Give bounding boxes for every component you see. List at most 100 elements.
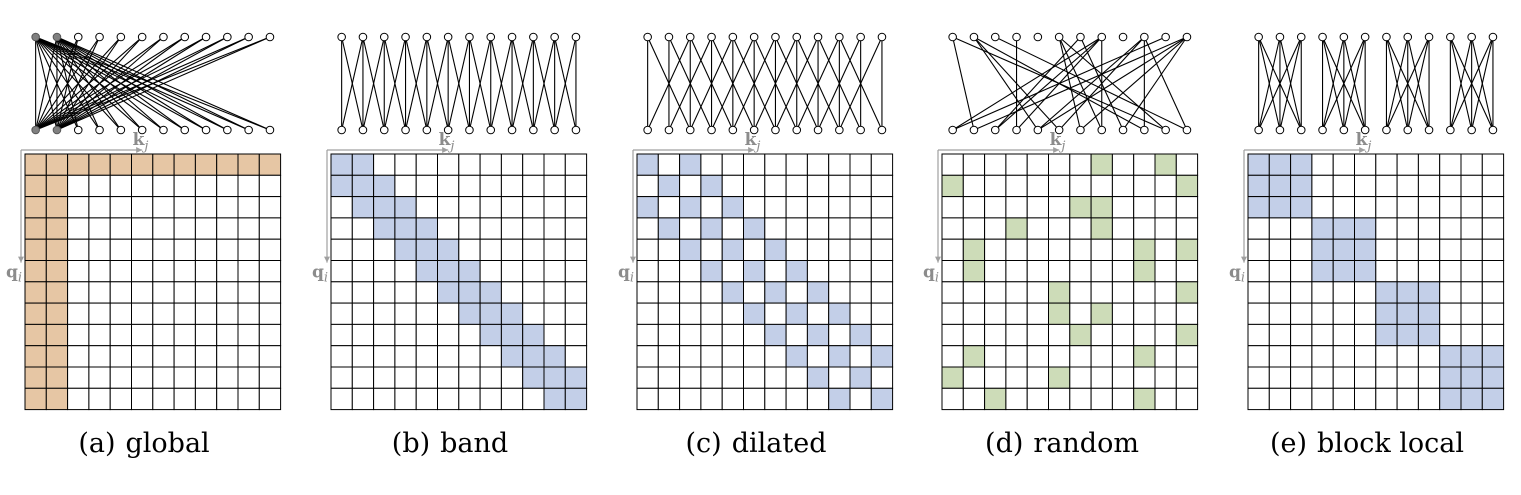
key-node	[1254, 32, 1263, 42]
key-node	[379, 32, 389, 42]
empty-cell	[1005, 366, 1028, 389]
empty-cell	[1247, 366, 1270, 389]
empty-cell	[131, 217, 154, 240]
empty-cell	[849, 217, 872, 240]
key-node	[422, 32, 432, 42]
key-node	[1140, 32, 1149, 42]
empty-cell	[1268, 238, 1292, 261]
empty-cell	[522, 387, 545, 411]
query-axis-label: qi	[312, 263, 328, 286]
attended-cell	[330, 174, 353, 198]
empty-cell	[721, 153, 745, 176]
empty-cell	[458, 174, 481, 198]
empty-cell	[1311, 281, 1334, 304]
empty-cell	[479, 260, 502, 283]
connection-graph	[1254, 32, 1498, 135]
connection-edge	[426, 36, 449, 131]
empty-cell	[415, 345, 439, 368]
empty-cell	[785, 174, 808, 198]
empty-cell	[828, 260, 851, 283]
empty-cell	[173, 174, 196, 198]
empty-cell	[373, 302, 396, 325]
empty-cell	[1375, 153, 1398, 176]
empty-cell	[1332, 196, 1355, 219]
empty-cell	[1175, 366, 1199, 389]
empty-cell	[1460, 217, 1483, 240]
connection-edge	[35, 36, 79, 131]
empty-cell	[700, 238, 723, 261]
attended-cell	[45, 153, 69, 176]
empty-cell	[1396, 345, 1419, 368]
connection-edge	[35, 36, 207, 131]
query-node	[422, 125, 432, 135]
empty-cell	[962, 323, 986, 347]
empty-cell	[1048, 387, 1071, 411]
empty-cell	[88, 217, 111, 240]
empty-cell	[1311, 366, 1334, 389]
empty-cell	[1290, 323, 1313, 347]
empty-cell	[636, 174, 659, 198]
empty-cell	[88, 281, 111, 304]
key-node	[201, 32, 211, 42]
empty-cell	[152, 196, 175, 219]
attended-cell	[1481, 387, 1505, 411]
empty-cell	[1354, 323, 1377, 347]
empty-cell	[194, 366, 218, 389]
attended-cell	[1332, 260, 1355, 283]
empty-cell	[173, 366, 196, 389]
empty-cell	[88, 302, 111, 325]
empty-cell	[522, 153, 545, 176]
empty-cell	[743, 153, 766, 176]
connection-edge	[647, 36, 691, 131]
attended-cell	[1396, 323, 1419, 347]
empty-cell	[785, 281, 808, 304]
empty-cell	[351, 345, 375, 368]
empty-cell	[1005, 196, 1028, 219]
empty-cell	[216, 302, 239, 325]
empty-cell	[1175, 387, 1199, 411]
empty-cell	[564, 153, 588, 176]
query-axis-label: qi	[923, 263, 939, 286]
empty-cell	[258, 387, 282, 411]
empty-cell	[258, 281, 282, 304]
empty-cell	[237, 260, 260, 283]
attended-cell	[679, 153, 702, 176]
empty-cell	[1175, 153, 1199, 176]
empty-cell	[679, 281, 702, 304]
empty-cell	[1268, 366, 1292, 389]
empty-cell	[1481, 174, 1505, 198]
empty-cell	[1439, 260, 1462, 283]
attended-cell	[1005, 217, 1028, 240]
empty-cell	[330, 323, 353, 347]
empty-cell	[373, 387, 396, 411]
query-node	[771, 125, 780, 135]
attended-cell	[1375, 302, 1398, 325]
empty-cell	[237, 387, 260, 411]
empty-cell	[109, 174, 132, 198]
empty-cell	[1311, 387, 1334, 411]
attended-cell	[194, 153, 218, 176]
key-node	[1467, 32, 1476, 42]
connection-edge	[35, 36, 164, 131]
empty-cell	[785, 238, 808, 261]
query-node	[1097, 125, 1107, 135]
empty-cell	[984, 323, 1007, 347]
empty-cell	[1375, 238, 1398, 261]
key-node	[1488, 32, 1498, 42]
empty-cell	[1048, 238, 1071, 261]
empty-cell	[109, 302, 132, 325]
attended-cell	[1268, 174, 1292, 198]
query-node	[1339, 125, 1349, 135]
empty-cell	[237, 302, 260, 325]
query-node	[159, 125, 168, 135]
empty-cell	[500, 238, 524, 261]
attended-cell	[351, 196, 375, 219]
key-node	[550, 32, 559, 42]
empty-cell	[1069, 387, 1092, 411]
empty-cell	[237, 217, 260, 240]
empty-cell	[785, 217, 808, 240]
empty-cell	[88, 345, 111, 368]
empty-cell	[67, 302, 90, 325]
attended-cell	[785, 302, 808, 325]
attended-cell	[849, 323, 872, 347]
